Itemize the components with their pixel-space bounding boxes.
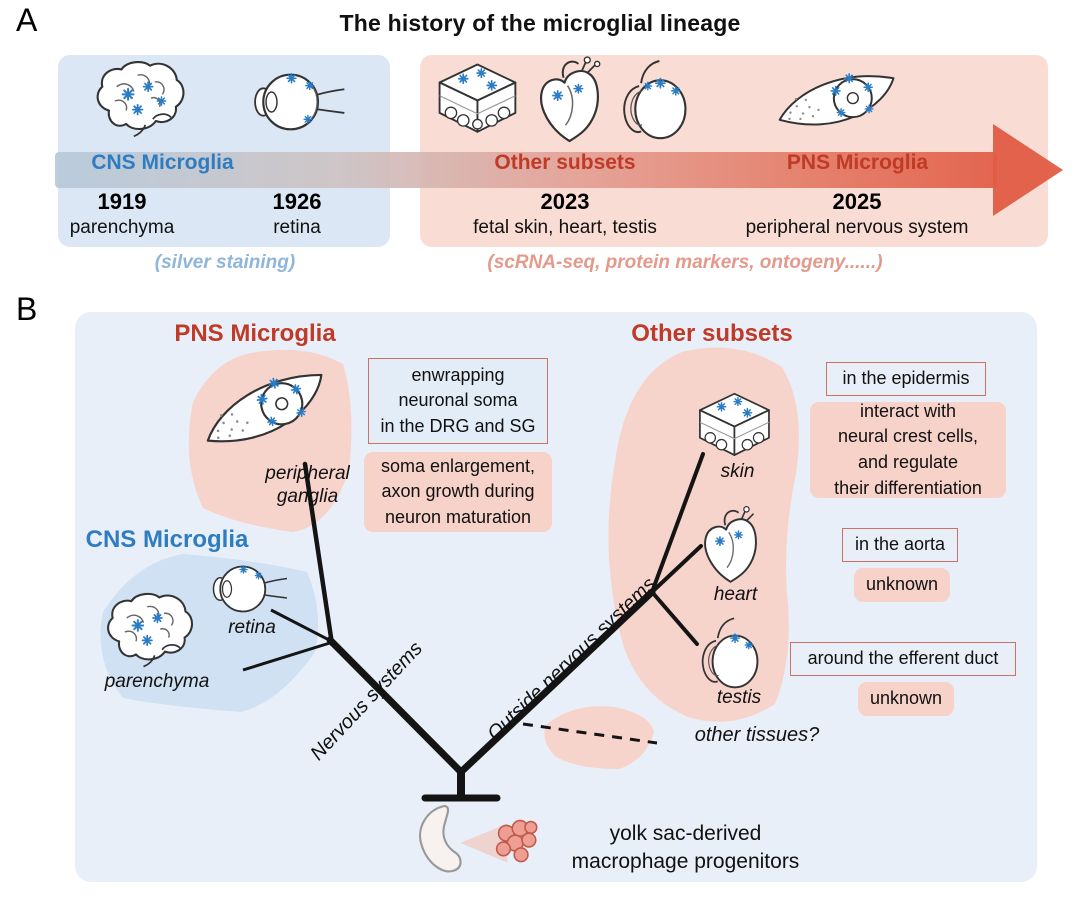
branch-parenchyma bbox=[242, 640, 334, 672]
timeline-arrow bbox=[55, 124, 1063, 216]
heart-icon bbox=[704, 506, 757, 583]
panel-b-heading-other: Other subsets bbox=[631, 320, 793, 347]
node-parenchyma: parenchyma bbox=[104, 671, 210, 692]
node-peripheral-ganglia: peripheral ganglia bbox=[265, 463, 350, 508]
figure-title: The history of the microglial lineage bbox=[339, 10, 741, 36]
panel-b-label: B bbox=[16, 291, 38, 327]
panel-b-heading-pns: PNS Microglia bbox=[174, 320, 336, 347]
other-tissues-blob bbox=[544, 706, 654, 769]
ganglion-icon bbox=[778, 73, 895, 126]
testis-function-box: unknown bbox=[858, 682, 954, 716]
year-1919: 1919 bbox=[97, 189, 147, 214]
brain-icon bbox=[107, 592, 194, 668]
tissue-retina-label: retina bbox=[273, 217, 321, 238]
timeline-heading-cns: CNS Microglia bbox=[91, 151, 234, 174]
branch-nervous-main bbox=[326, 636, 465, 776]
year-2025: 2025 bbox=[832, 189, 882, 214]
heart-location-box: in the aorta bbox=[842, 528, 958, 562]
eye-icon bbox=[254, 73, 345, 131]
pns-location-box: enwrapping neuronal soma in the DRG and … bbox=[368, 358, 548, 444]
brain-icon bbox=[96, 61, 185, 138]
silver-staining-caption: (silver staining) bbox=[154, 252, 296, 273]
node-heart: heart bbox=[713, 584, 758, 605]
testis-icon bbox=[701, 617, 759, 689]
node-testis: testis bbox=[716, 687, 762, 708]
branch-skin bbox=[650, 452, 705, 594]
node-skin: skin bbox=[720, 461, 755, 482]
panel-b-heading-cns: CNS Microglia bbox=[85, 526, 249, 553]
skin-cube-icon bbox=[699, 392, 770, 456]
eye-icon bbox=[212, 565, 288, 613]
ganglion-icon bbox=[206, 373, 323, 443]
methods-caption: (scRNA-seq, protein markers, ontogeny...… bbox=[487, 252, 883, 273]
node-retina: retina bbox=[228, 617, 276, 638]
branch-ganglia bbox=[302, 461, 335, 647]
branch-other-tissues-dashed bbox=[522, 722, 658, 745]
skin-cube-icon bbox=[438, 63, 517, 133]
branch-outside-main bbox=[457, 588, 656, 776]
testis-icon bbox=[623, 60, 687, 140]
skin-function-box: interact with neural crest cells, and re… bbox=[810, 401, 1006, 498]
panel-a-label: A bbox=[16, 2, 38, 38]
year-1926: 1926 bbox=[272, 189, 322, 214]
heart-icon bbox=[540, 56, 601, 143]
testis-location-box: around the efferent duct bbox=[790, 642, 1016, 676]
branch-label-other-tissues: other tissues? bbox=[694, 724, 820, 746]
skin-location-box: in the epidermis bbox=[826, 362, 986, 396]
root-progenitor-label: yolk sac-derived macrophage progenitors bbox=[571, 822, 800, 874]
tissue-other-label: fetal skin, heart, testis bbox=[473, 217, 657, 238]
year-2023: 2023 bbox=[540, 189, 590, 214]
branch-heart bbox=[650, 544, 703, 594]
heart-function-box: unknown bbox=[854, 568, 950, 602]
yolk-sac-icon bbox=[419, 804, 538, 873]
branch-testis bbox=[650, 590, 699, 646]
timeline-heading-pns: PNS Microglia bbox=[786, 151, 929, 174]
timeline-heading-other: Other subsets bbox=[494, 151, 636, 174]
pns-function-box: soma enlargement, axon growth during neu… bbox=[364, 452, 552, 532]
later-era-background bbox=[420, 55, 1048, 247]
branch-retina bbox=[270, 608, 334, 644]
tissue-parenchyma-label: parenchyma bbox=[69, 217, 175, 238]
tissue-pns-label: peripheral nervous system bbox=[745, 217, 969, 238]
